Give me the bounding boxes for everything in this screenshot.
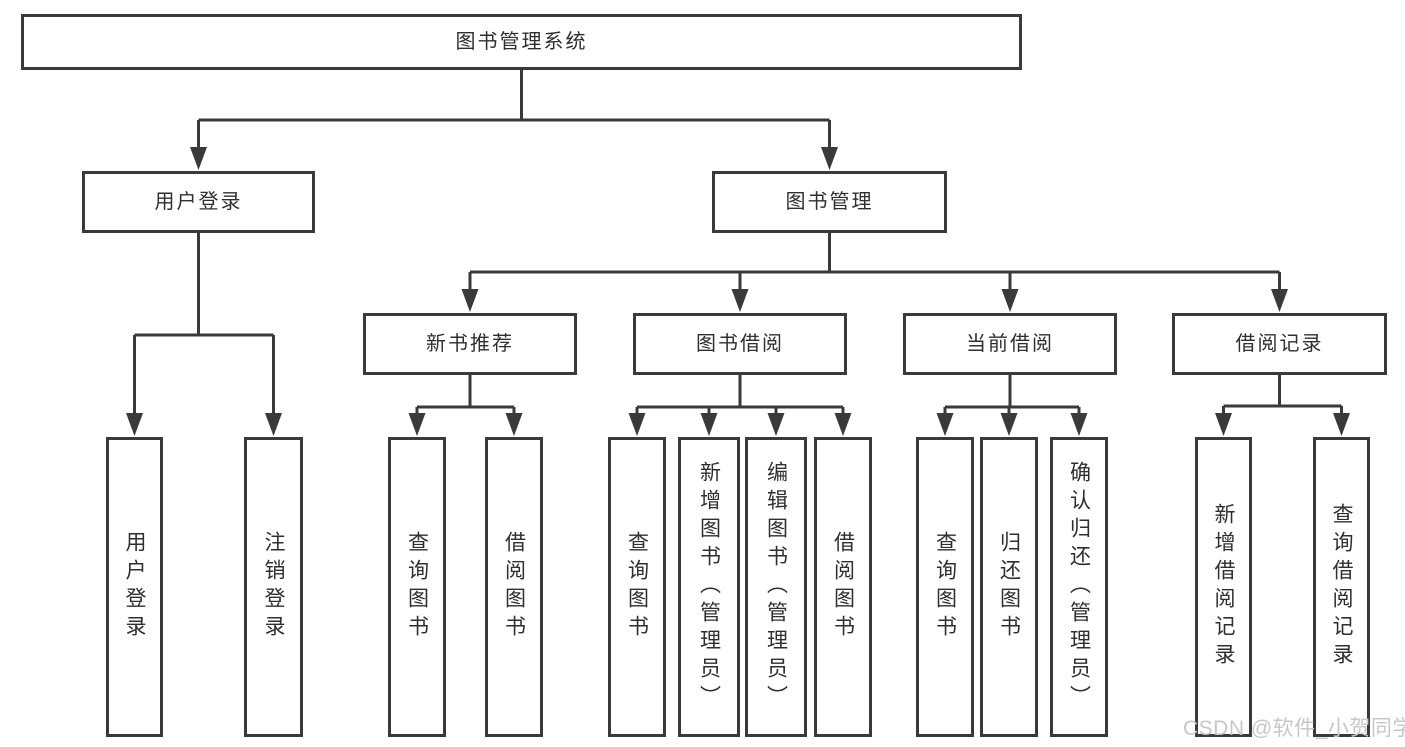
node-library-management-system: 图书管理系统 (21, 14, 1022, 70)
node-book-management: 图书管理 (712, 171, 947, 233)
leaf-query-book-borrow: 查询图书 (608, 437, 666, 737)
leaf-add-book-admin: 新增图书（管理员） (678, 437, 740, 737)
leaf-edit-book-admin: 编辑图书（管理员） (745, 437, 807, 737)
node-current-borrow: 当前借阅 (903, 313, 1117, 375)
csdn-watermark: CSDN @软件_小贺同学 (1183, 717, 1405, 740)
leaf-confirm-return-admin: 确认归还（管理员） (1050, 437, 1108, 737)
arrowhead-icons (126, 147, 1350, 436)
leaf-return-book: 归还图书 (980, 437, 1038, 737)
node-borrow-records: 借阅记录 (1172, 313, 1387, 375)
leaf-borrow-book: 借阅图书 (814, 437, 872, 737)
node-book-borrow: 图书借阅 (633, 313, 847, 375)
node-new-book-recommend: 新书推荐 (363, 313, 577, 375)
leaf-add-borrow-record: 新增借阅记录 (1195, 437, 1252, 737)
leaf-borrow-book-newbook: 借阅图书 (485, 437, 543, 737)
leaf-logout: 注销登录 (244, 437, 303, 737)
node-user-login: 用户登录 (82, 171, 315, 233)
leaf-user-login: 用户登录 (106, 437, 163, 737)
leaf-query-book-newbook: 查询图书 (388, 437, 446, 737)
leaf-query-borrow-record: 查询借阅记录 (1313, 437, 1370, 737)
leaf-query-book-current: 查询图书 (916, 437, 974, 737)
